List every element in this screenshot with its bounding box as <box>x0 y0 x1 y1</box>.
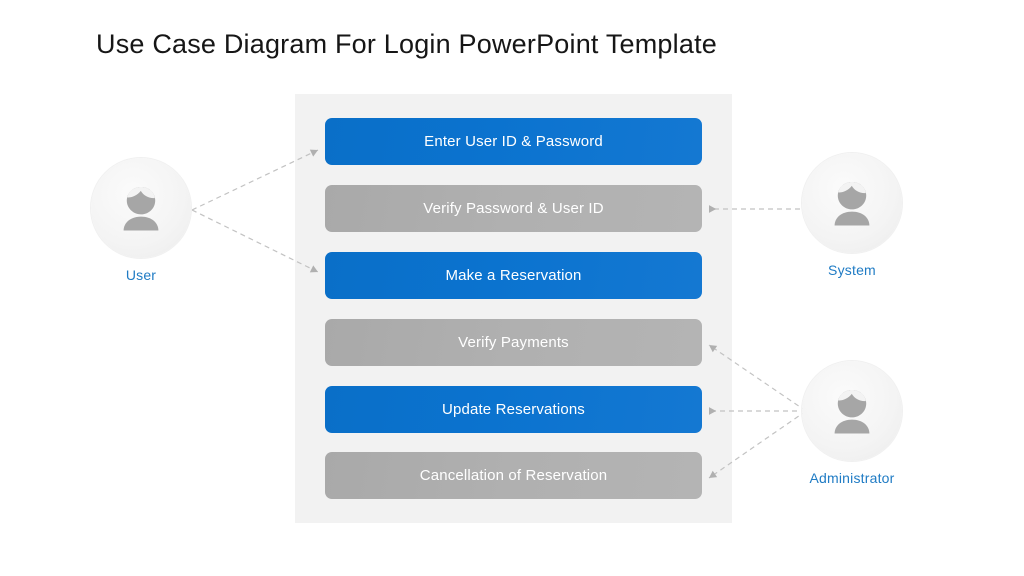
use-case-bar-verify-payments[interactable]: Verify Payments <box>325 319 702 366</box>
actor-avatar-circle <box>802 361 902 461</box>
actor-label-administrator: Administrator <box>809 470 895 486</box>
use-case-panel <box>295 94 732 523</box>
person-icon <box>123 187 159 231</box>
use-case-label: Make a Reservation <box>445 267 582 284</box>
use-case-bar-cancellation-of-reservation[interactable]: Cancellation of Reservation <box>325 452 702 499</box>
person-icon <box>834 390 870 434</box>
use-case-bar-verify-password-user-id[interactable]: Verify Password & User ID <box>325 185 702 232</box>
person-icon <box>834 182 870 226</box>
actor-avatar-circle <box>91 158 191 258</box>
actor-label-user: User <box>125 267 157 283</box>
page-title: Use Case Diagram For Login PowerPoint Te… <box>96 29 717 59</box>
use-case-bar-update-reservations[interactable]: Update Reservations <box>325 386 702 433</box>
actor-avatar-circle <box>802 153 902 253</box>
use-case-label: Update Reservations <box>442 401 585 418</box>
use-case-label: Enter User ID & Password <box>424 133 603 150</box>
use-case-bar-enter-user-id-password[interactable]: Enter User ID & Password <box>325 118 702 165</box>
use-case-label: Verify Payments <box>458 334 569 351</box>
use-case-bar-make-a-reservation[interactable]: Make a Reservation <box>325 252 702 299</box>
actor-user[interactable]: User <box>89 158 193 283</box>
actor-label-system: System <box>828 262 876 278</box>
use-case-label: Cancellation of Reservation <box>419 467 608 484</box>
use-case-label: Verify Password & User ID <box>423 200 604 217</box>
actor-system[interactable]: System <box>800 153 904 278</box>
actor-administrator[interactable]: Administrator <box>800 361 904 486</box>
